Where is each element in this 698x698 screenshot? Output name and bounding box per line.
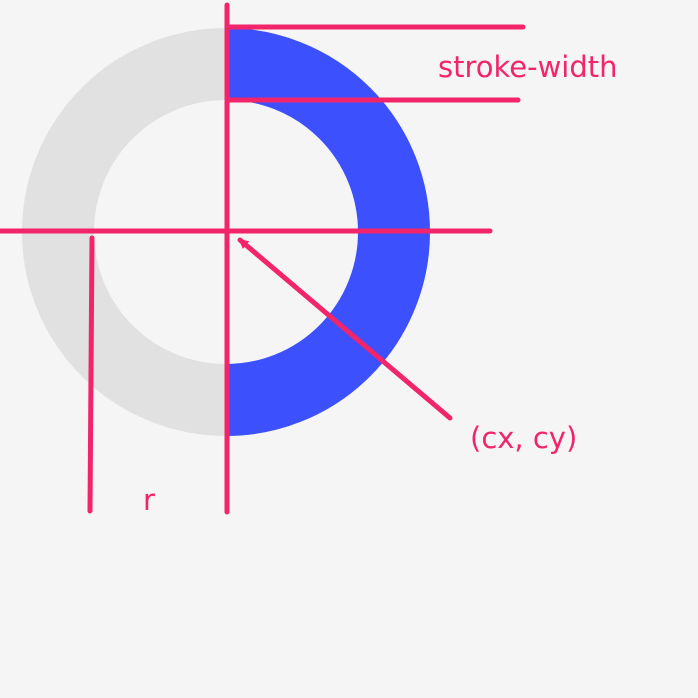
radius-line (87, 235, 95, 514)
annotation-lines (0, 2, 526, 515)
center-pointer-arrow (237, 237, 453, 421)
center-label: (cx, cy) (470, 421, 577, 455)
stroke-width-label: stroke-width (438, 50, 618, 84)
radius-label: r (143, 483, 155, 517)
